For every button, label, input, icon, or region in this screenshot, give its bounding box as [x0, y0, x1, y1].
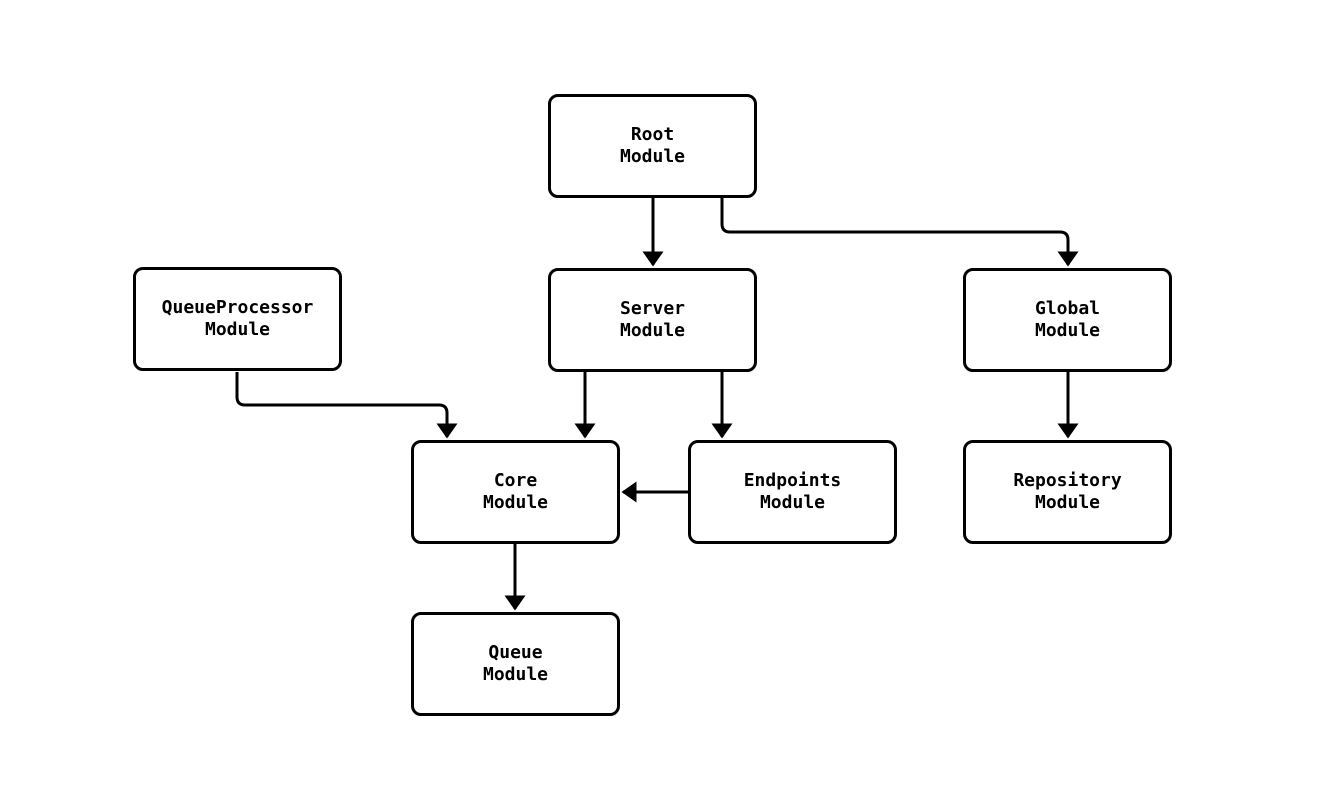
node-server-module: Server Module: [548, 268, 757, 372]
edge-root-to-global: [720, 198, 1079, 267]
node-server-module-label: Server Module: [619, 298, 686, 341]
node-queue-module: Queue Module: [411, 612, 620, 716]
node-queueprocessor-module: QueueProcessor Module: [133, 267, 342, 371]
node-root-module: Root Module: [548, 94, 757, 198]
node-queue-module-label: Queue Module: [482, 642, 549, 685]
node-endpoints-module: Endpoints Module: [688, 440, 897, 544]
edge-queueprocessor-to-core: [235, 372, 458, 439]
node-repository-module: Repository Module: [963, 440, 1172, 544]
node-global-module: Global Module: [963, 268, 1172, 372]
node-repository-module-label: Repository Module: [1013, 470, 1122, 513]
node-core-module: Core Module: [411, 440, 620, 544]
node-endpoints-module-label: Endpoints Module: [743, 470, 842, 513]
node-queueprocessor-module-label: QueueProcessor Module: [161, 297, 314, 340]
node-global-module-label: Global Module: [1034, 298, 1101, 341]
node-root-module-label: Root Module: [619, 124, 686, 167]
node-core-module-label: Core Module: [482, 470, 549, 513]
